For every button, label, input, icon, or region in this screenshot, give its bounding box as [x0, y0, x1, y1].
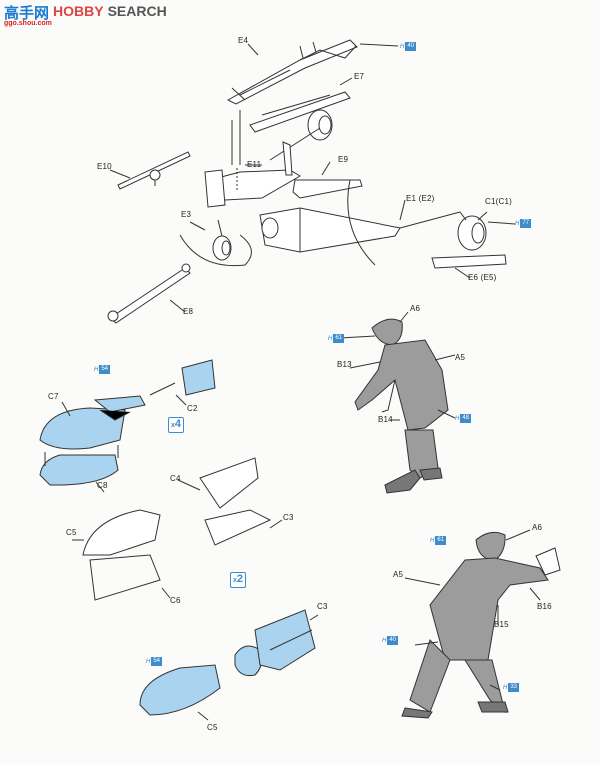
label-a5-fig2: A5 [393, 570, 404, 579]
multiplier-x4: x4 [168, 417, 185, 433]
label-c5-set2: C5 [66, 528, 77, 537]
multiplier-x2: x2 [230, 572, 247, 588]
label-c3-set2: C3 [283, 513, 294, 522]
part-c1-wheel [457, 211, 487, 251]
bomb-set-3 [139, 609, 319, 721]
part-e9 [292, 179, 363, 199]
label-e10: E10 [97, 162, 112, 171]
bomb-set-1 [39, 359, 216, 493]
label-c7: C7 [48, 392, 59, 401]
watermark-cn: 高手网 [4, 4, 50, 22]
label-c3-set3: C3 [317, 602, 328, 611]
watermark-url: ggo.shou.com [4, 20, 52, 27]
watermark-brand-b: SEARCH [107, 3, 167, 19]
label-e6: E6 (E5) [468, 273, 497, 282]
label-e1: E1 (E2) [406, 194, 435, 203]
figure-soldier-1 [354, 318, 449, 494]
label-e8: E8 [183, 307, 194, 316]
label-c2: C2 [187, 404, 198, 413]
part-e6 [431, 254, 507, 269]
label-c4: C4 [170, 474, 181, 483]
label-b13: B13 [337, 360, 352, 369]
watermark-brand-a: HOBBY [53, 3, 104, 19]
part-frame [204, 110, 301, 208]
part-e1-beam [259, 207, 461, 253]
label-e4: E4 [238, 36, 249, 45]
label-c5-set3: C5 [207, 723, 218, 732]
figure-soldier-2 [401, 531, 561, 719]
label-c1: C1(C1) [485, 197, 512, 206]
label-e9: E9 [338, 155, 349, 164]
part-e10 [117, 151, 191, 190]
label-b14: B14 [378, 415, 393, 424]
part-e8-towbar [107, 263, 191, 324]
label-e7: E7 [354, 72, 365, 81]
part-e3-wheel [212, 219, 232, 261]
label-a5-fig1: A5 [455, 353, 466, 362]
label-c6: C6 [170, 596, 181, 605]
label-c8: C8 [97, 481, 108, 490]
part-e4-towbar [226, 39, 358, 105]
label-a6-fig1: A6 [410, 304, 421, 313]
bomb-set-2 [72, 457, 283, 601]
label-b16: B16 [537, 602, 552, 611]
part-e7-arm [249, 91, 351, 161]
label-e3: E3 [181, 210, 192, 219]
watermark-logo: 高手网 HOBBY SEARCH ggo.shou.com [0, 0, 170, 28]
label-a6-fig2: A6 [532, 523, 543, 532]
label-b15: B15 [494, 620, 509, 629]
label-e11: E11 [247, 160, 262, 169]
